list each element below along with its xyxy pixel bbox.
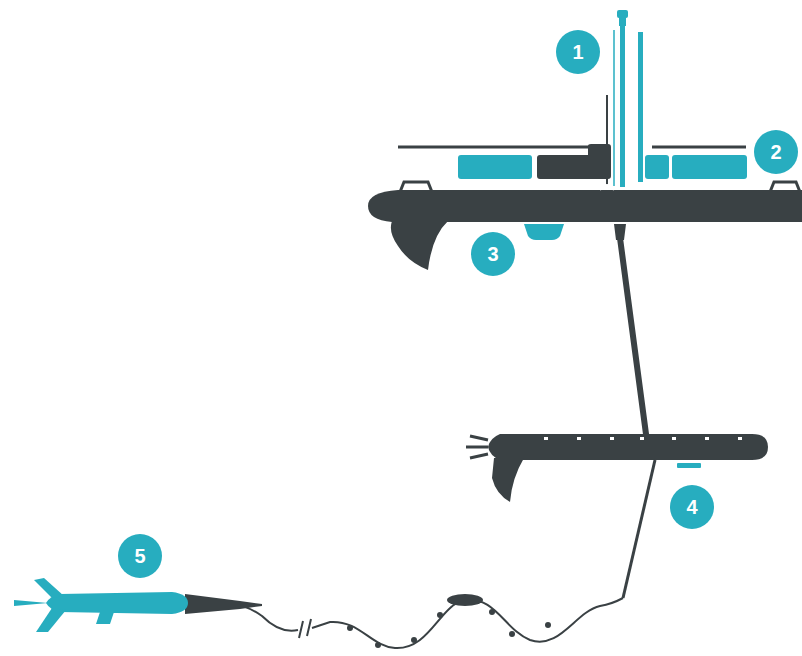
antenna-tip — [619, 18, 626, 26]
antenna-tip — [617, 10, 628, 18]
tail-fin — [14, 600, 48, 606]
antenna — [620, 22, 625, 187]
callout-circle: 5 — [118, 534, 162, 578]
sub-glider — [488, 434, 768, 460]
towed-body — [46, 592, 188, 614]
body-keel — [96, 612, 114, 624]
solar-panel-box — [645, 155, 669, 179]
float-board — [368, 190, 802, 222]
antenna — [613, 30, 615, 186]
cable-float — [447, 594, 483, 606]
tail-fin — [34, 578, 64, 598]
callout-number: 5 — [134, 546, 145, 566]
payload-box — [537, 144, 611, 179]
callout-number: 3 — [487, 244, 498, 264]
callout-number: 1 — [572, 42, 583, 62]
glider-sensor — [677, 463, 701, 468]
board-fin — [391, 221, 448, 270]
callout-circle: 1 — [556, 30, 600, 74]
callout-circle: 4 — [670, 485, 714, 529]
antenna — [638, 32, 643, 182]
callout-circle: 3 — [471, 232, 515, 276]
cable-weights — [347, 609, 551, 648]
tow-connector — [185, 594, 262, 614]
hull-sensor — [524, 224, 564, 240]
callout-number: 2 — [770, 142, 781, 162]
rudder-prongs — [466, 436, 488, 458]
deck-rail — [652, 146, 746, 149]
umbilical-tether — [620, 238, 646, 434]
tow-cable — [623, 460, 655, 598]
cable-break — [299, 619, 311, 638]
solar-panel-box — [458, 155, 532, 179]
callout-circle: 2 — [754, 130, 798, 174]
tail-fin — [36, 608, 66, 632]
glider-fin — [492, 458, 524, 502]
solar-panel-box — [672, 155, 747, 179]
mast-mount — [600, 185, 614, 190]
deck-rail — [398, 146, 603, 149]
wing-marks — [544, 437, 742, 440]
callout-number: 4 — [686, 497, 697, 517]
